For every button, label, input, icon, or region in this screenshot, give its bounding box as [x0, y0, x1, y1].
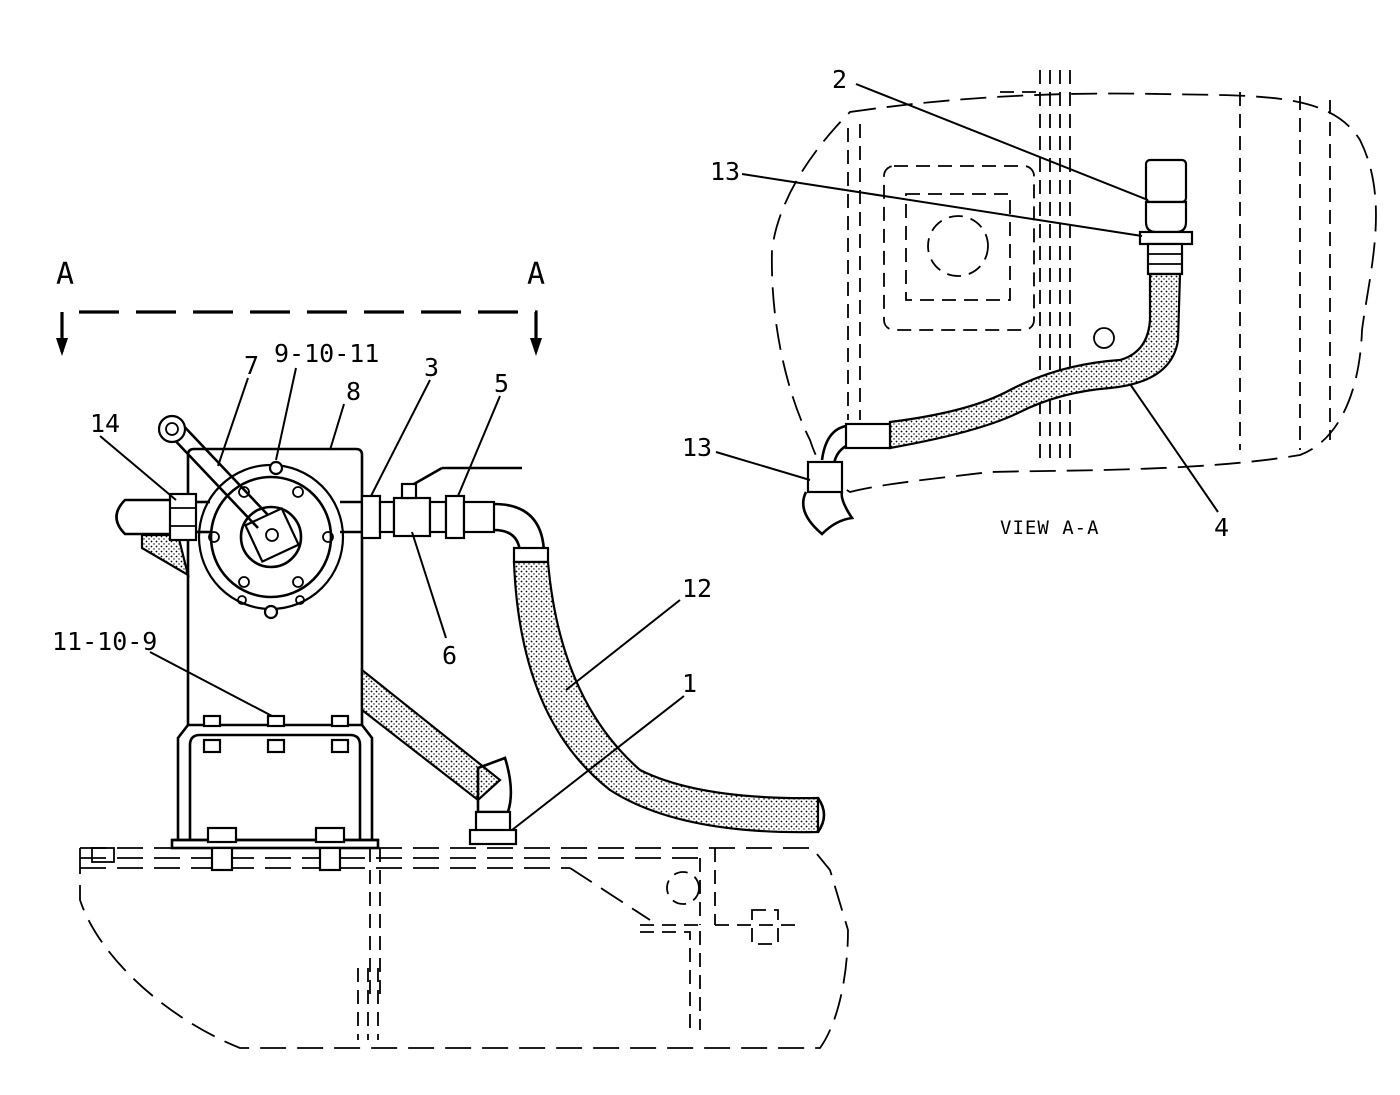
callout-3: 3 — [424, 353, 439, 382]
callout-5: 5 — [494, 369, 509, 398]
outlet-valve-assembly — [340, 466, 550, 564]
inlet-fitting — [115, 492, 210, 542]
callout-13-upper: 13 — [710, 157, 740, 186]
leader-lines-view-a-a — [715, 83, 1219, 513]
callout-7: 7 — [244, 351, 259, 380]
pump-handle — [157, 414, 269, 529]
bracket-bolts — [202, 714, 350, 872]
callout-8: 8 — [346, 377, 361, 406]
view-a-a — [770, 70, 1377, 536]
callout-2: 2 — [832, 65, 847, 94]
callout-13-lower: 13 — [682, 433, 712, 462]
callout-11-10-9: 11-10-9 — [52, 627, 157, 656]
callout-1: 1 — [682, 669, 697, 698]
view-caption: VIEW A-A — [1000, 517, 1100, 539]
leader-lines-main — [99, 367, 685, 831]
callout-9-10-11: 9-10-11 — [274, 339, 379, 368]
callout-4: 4 — [1214, 513, 1229, 542]
callout-14: 14 — [90, 409, 120, 438]
section-line — [56, 310, 542, 356]
mounting-bracket — [170, 447, 380, 872]
pump-body — [197, 460, 345, 620]
frame-outline — [79, 847, 849, 1049]
section-label-right: A — [527, 257, 545, 292]
callout-6: 6 — [442, 641, 457, 670]
callout-12: 12 — [682, 574, 712, 603]
section-label-left: A — [56, 257, 74, 292]
